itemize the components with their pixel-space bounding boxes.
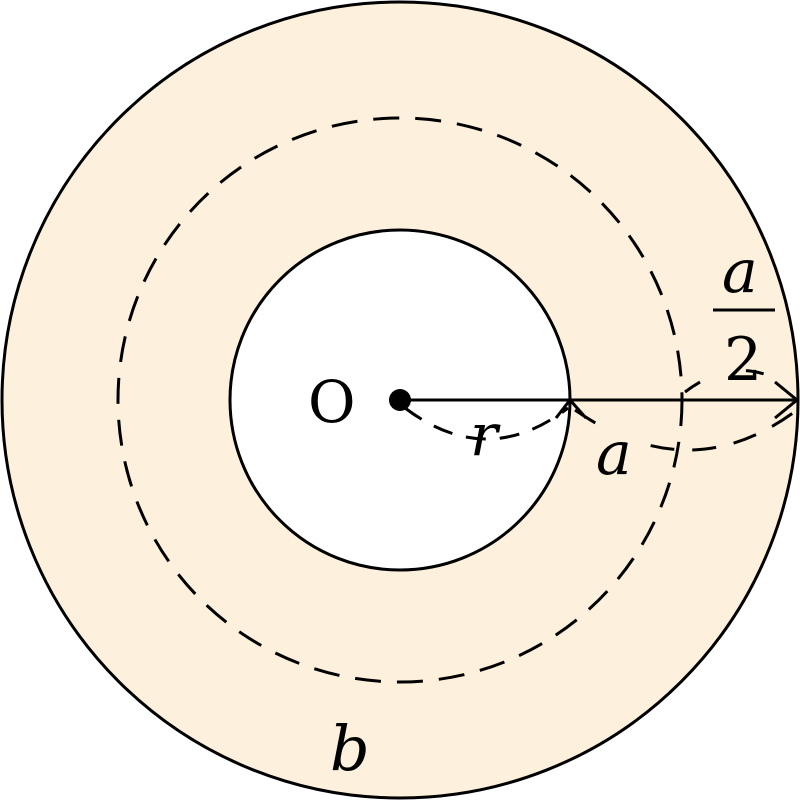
arrowhead-outer (774, 380, 800, 420)
dashed-arc-half-a (684, 369, 796, 394)
center-label: O (308, 368, 356, 436)
center-point (389, 389, 411, 411)
half-width-numerator: a (722, 237, 758, 307)
width-label: a (596, 419, 632, 489)
mid-circle-label: b (330, 712, 370, 785)
radius-label: r (470, 401, 501, 469)
half-width-denominator: 2 (724, 325, 762, 395)
arrowhead-inner (554, 397, 588, 419)
dashed-arc-r (404, 406, 569, 441)
